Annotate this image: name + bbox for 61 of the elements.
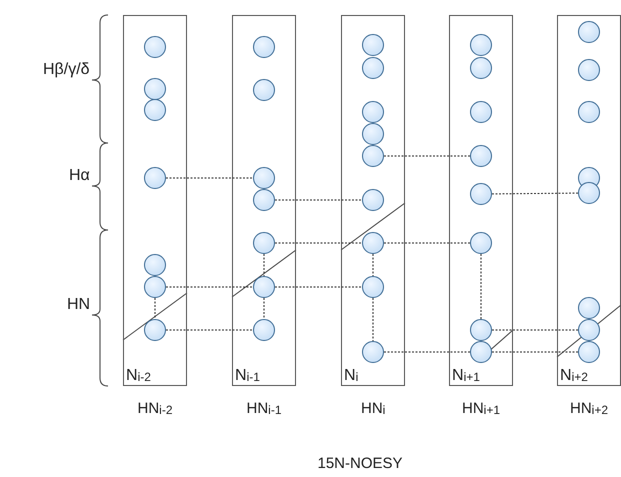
peak-circle bbox=[252, 188, 275, 211]
peak-circle bbox=[470, 100, 492, 123]
peak-circle bbox=[470, 232, 492, 254]
peak-circle bbox=[470, 144, 492, 167]
peak-circle bbox=[144, 254, 166, 276]
dotted-connector bbox=[166, 286, 254, 288]
dotted-connector bbox=[274, 286, 362, 288]
dotted-connector bbox=[480, 254, 482, 320]
region-label: Hβ/γ/δ bbox=[43, 61, 90, 79]
peak-circle bbox=[362, 276, 384, 298]
peak-circle bbox=[362, 144, 384, 167]
peak-circle bbox=[578, 58, 600, 81]
caption: 15N-NOESY bbox=[318, 455, 403, 472]
peak-circle bbox=[144, 318, 166, 341]
spectrum-strip bbox=[123, 15, 187, 386]
peak-circle bbox=[470, 182, 492, 205]
peak-circle bbox=[252, 78, 275, 101]
peak-circle bbox=[252, 276, 275, 298]
spectrum-strip bbox=[232, 15, 296, 386]
peak-circle bbox=[144, 36, 166, 58]
dotted-connector bbox=[372, 254, 374, 276]
peak-circle bbox=[470, 34, 492, 56]
dotted-connector bbox=[274, 242, 362, 244]
peak-circle bbox=[144, 166, 166, 189]
region-label: Hα bbox=[69, 167, 90, 185]
peak-circle bbox=[578, 100, 600, 123]
region-label: HN bbox=[67, 296, 90, 314]
spectrum-strip bbox=[557, 15, 621, 386]
strip-label: N$_{i+2}$ bbox=[560, 367, 588, 385]
spectrum-strip bbox=[449, 15, 513, 386]
peak-circle bbox=[362, 100, 384, 123]
dotted-connector bbox=[492, 192, 578, 194]
peak-circle bbox=[578, 340, 600, 363]
peak-circle bbox=[362, 56, 384, 79]
peak-circle bbox=[578, 20, 600, 43]
peak-circle bbox=[578, 318, 600, 341]
dotted-connector bbox=[384, 242, 470, 244]
peak-circle bbox=[578, 182, 600, 204]
strip-label: N$_{i}$ bbox=[344, 367, 358, 385]
peak-circle bbox=[362, 122, 384, 145]
strip-label: N$_{i-1}$ bbox=[235, 367, 260, 385]
strip-label: N$_{i+1}$ bbox=[452, 367, 480, 385]
peak-circle bbox=[144, 276, 166, 298]
dotted-connector bbox=[372, 298, 374, 342]
peak-circle bbox=[362, 188, 384, 211]
spectrum-strip bbox=[341, 15, 405, 386]
strip-label: N$_{i-2}$ bbox=[126, 367, 151, 385]
peak-circle bbox=[252, 232, 275, 254]
peak-circle bbox=[470, 340, 492, 363]
peak-circle bbox=[362, 340, 384, 363]
peak-circle bbox=[470, 318, 492, 341]
peak-circle bbox=[362, 232, 384, 254]
peak-circle bbox=[144, 78, 166, 100]
peak-circle bbox=[252, 166, 275, 189]
peak-circle bbox=[578, 296, 600, 319]
peak-circle bbox=[252, 318, 275, 341]
dotted-connector bbox=[154, 298, 156, 320]
peak-circle bbox=[252, 36, 275, 58]
peak-circle bbox=[362, 34, 384, 56]
peak-circle bbox=[144, 98, 166, 121]
peak-circle bbox=[470, 56, 492, 79]
